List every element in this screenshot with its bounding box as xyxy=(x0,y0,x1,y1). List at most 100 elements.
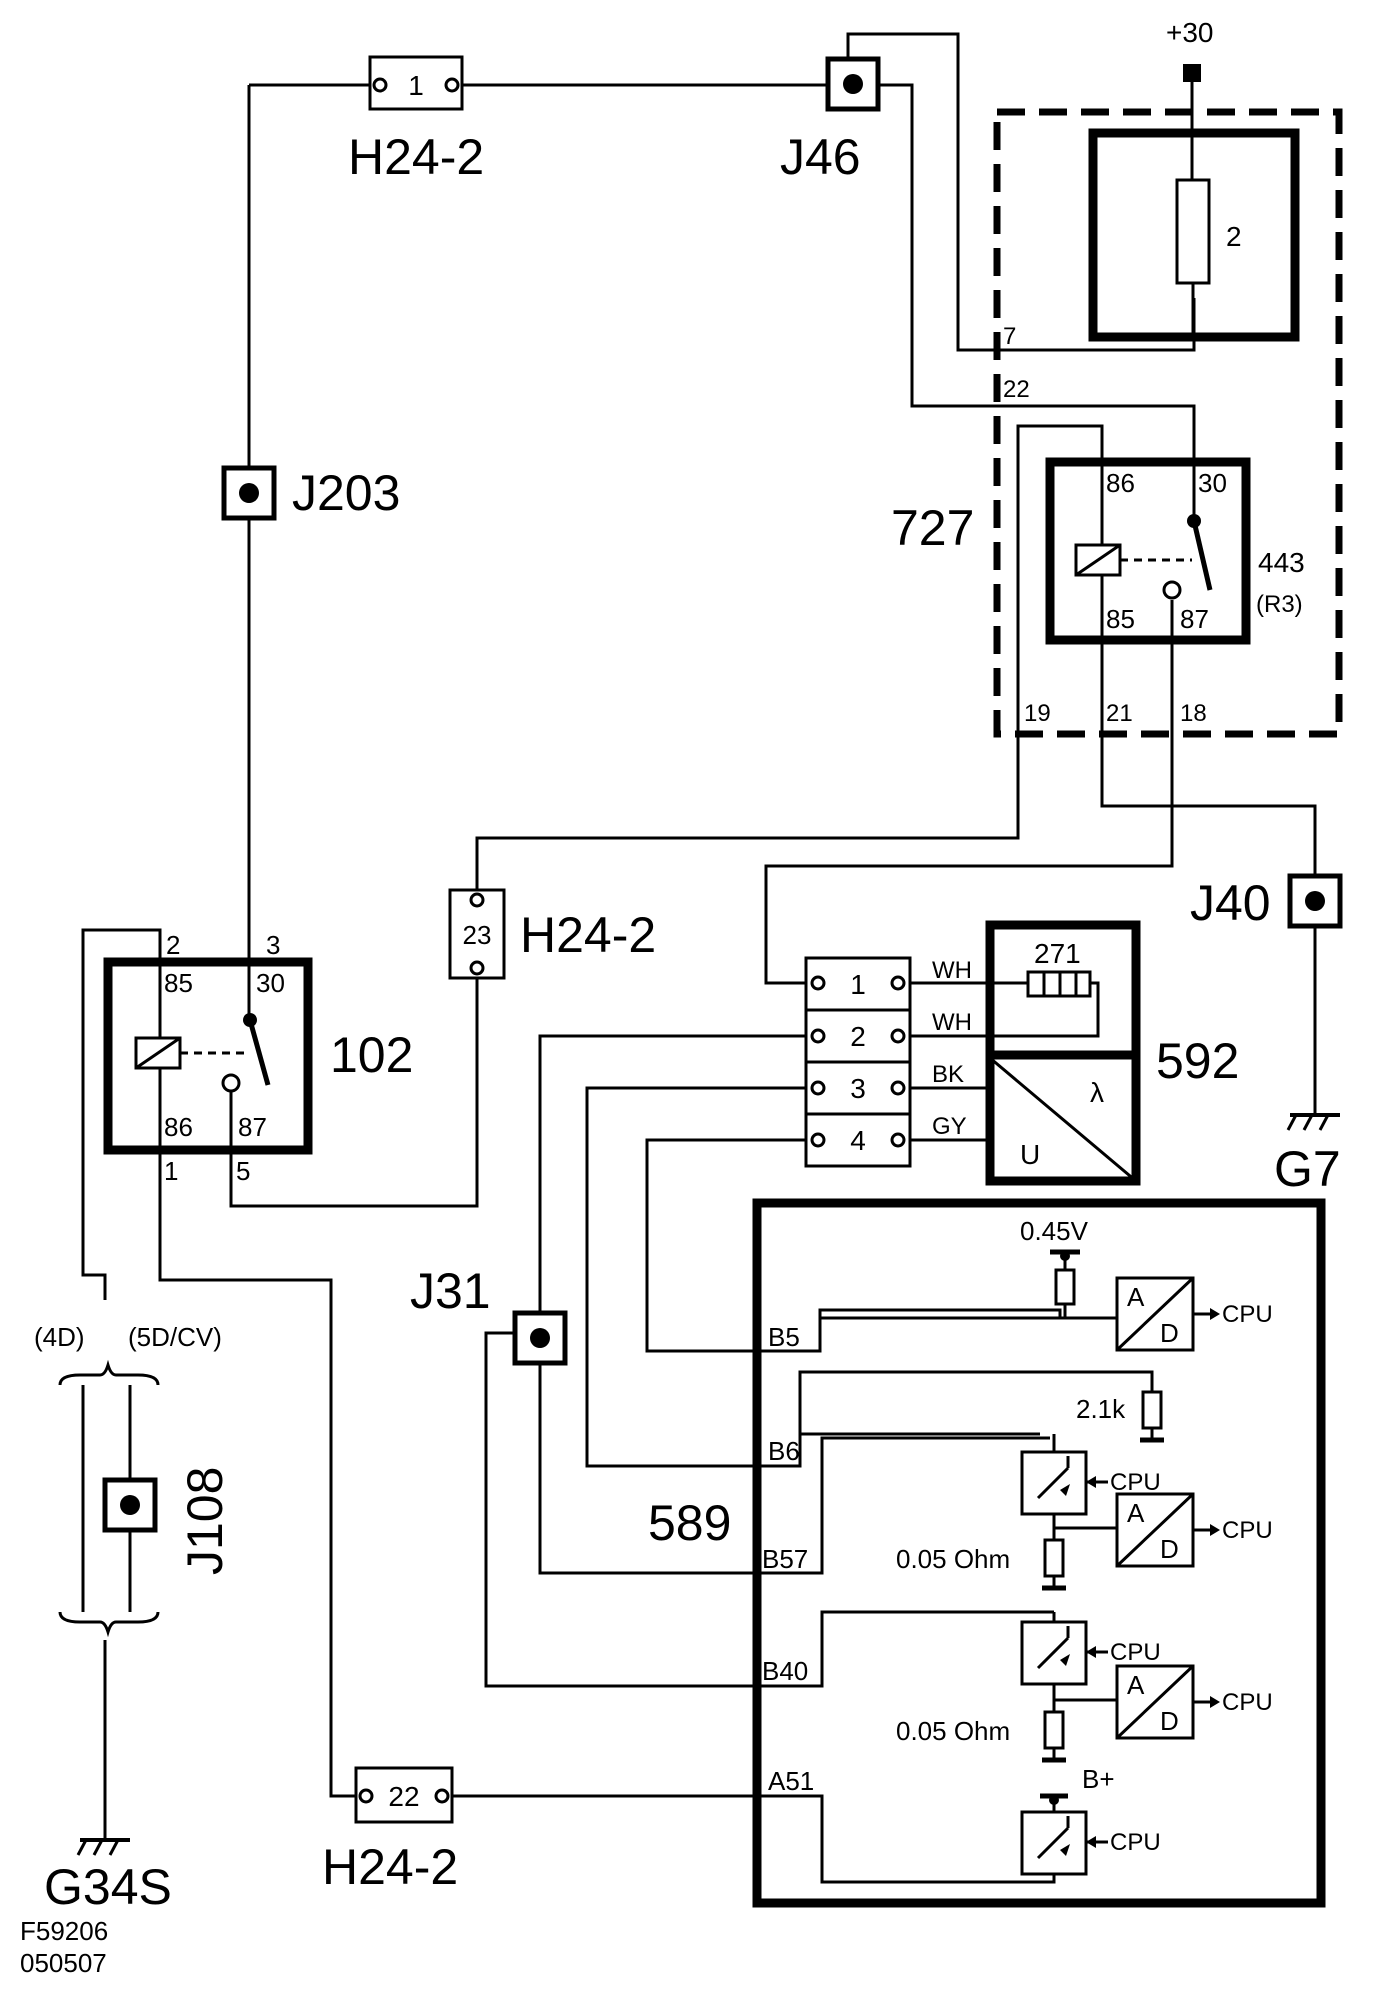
cpu-label-5: CPU xyxy=(1222,1689,1273,1716)
relay-102-label: 102 xyxy=(330,1027,413,1083)
wire-color-bk: BK xyxy=(932,1061,964,1088)
j31-splice: J31 xyxy=(410,1263,568,1366)
wire-j31-b57 xyxy=(538,1353,1050,1575)
fuse-block: 2 xyxy=(1088,128,1300,342)
pin-b5: B5 xyxy=(768,1322,800,1352)
figure-code: F59206 xyxy=(20,1916,108,1946)
wire-102-pin1 xyxy=(158,1150,370,1798)
conn-pin4: 4 xyxy=(850,1125,866,1156)
ground-g7: G7 xyxy=(1274,1113,1341,1197)
conn-pin1: 1 xyxy=(850,969,866,1000)
h24-bot-label: H24-2 xyxy=(322,1839,458,1895)
j40-splice: J40 xyxy=(1190,873,1343,931)
pin-b57: B57 xyxy=(762,1544,808,1574)
cpu-label-3: CPU xyxy=(1222,1517,1273,1544)
r3-pin87: 87 xyxy=(1180,604,1209,634)
variant-4d: (4D) xyxy=(34,1322,85,1352)
wire-pin2-j31 xyxy=(538,1034,818,1313)
wire-j46-pin7 xyxy=(846,32,1196,352)
pin18-label: 18 xyxy=(1180,700,1207,727)
r3-pin86: 86 xyxy=(1106,468,1135,498)
pin22-label: 22 xyxy=(1003,376,1030,403)
r3-pin30: 30 xyxy=(1198,468,1227,498)
wire-19-h24 xyxy=(475,708,1020,890)
pin7-label: 7 xyxy=(1003,323,1016,350)
supply-terminal: +30 xyxy=(1166,17,1214,82)
conn-pin3: 3 xyxy=(850,1073,866,1104)
variant-braces xyxy=(58,1359,160,1638)
shunt-1: 0.05 Ohm xyxy=(896,1544,1010,1574)
oxygen-sensor-592: 271 U λ 592 xyxy=(985,920,1239,1186)
cpu-label-1: CPU xyxy=(1222,1301,1273,1328)
wire-102-pin2 xyxy=(81,928,162,1300)
j46-splice: J46 xyxy=(780,56,881,185)
g34s-label: G34S xyxy=(44,1859,172,1915)
h24-2-mid-connector: 23 H24-2 xyxy=(448,888,656,980)
j40-label: J40 xyxy=(1190,875,1271,931)
r102-pin86: 86 xyxy=(164,1112,193,1142)
wire-color-gy: GY xyxy=(932,1113,967,1140)
cpu-label-6: CPU xyxy=(1110,1829,1161,1856)
j46-label: J46 xyxy=(780,129,861,185)
ecu-589: 589 B5 B6 B57 B40 A51 0.45V A D CPU 2.1k xyxy=(648,1198,1326,1908)
brace-bottom xyxy=(58,1611,160,1638)
r102-pin5: 5 xyxy=(236,1156,250,1186)
h24-top-pin-label: 1 xyxy=(408,70,424,101)
h24-2-bottom-connector: 22 H24-2 xyxy=(322,1766,458,1895)
r102-pin3: 3 xyxy=(266,930,280,960)
shunt-2: 0.05 Ohm xyxy=(896,1716,1010,1746)
adc3-d: D xyxy=(1160,1706,1179,1736)
pin19-label: 19 xyxy=(1024,700,1051,727)
ground-g34s: G34S xyxy=(44,1838,172,1915)
pulldown-resistor: 2.1k xyxy=(1076,1394,1126,1424)
wire-727-86 xyxy=(1016,424,1104,708)
pin-a51: A51 xyxy=(768,1766,814,1796)
wire-j31-b40 xyxy=(484,1331,1050,1688)
module-727-boundary xyxy=(993,108,1343,738)
wire-727-85 xyxy=(1100,640,1317,882)
lambda-label: λ xyxy=(1090,1077,1104,1108)
supply-label: +30 xyxy=(1166,17,1214,48)
pin21-label: 21 xyxy=(1106,700,1133,727)
g7-label: G7 xyxy=(1274,1141,1341,1197)
battery-plus: B+ xyxy=(1082,1764,1115,1794)
h24-mid-pin-label: 23 xyxy=(463,920,492,950)
pin-b6: B6 xyxy=(768,1436,800,1466)
j108-splice: J108 xyxy=(102,1467,233,1575)
h24-mid-label: H24-2 xyxy=(520,907,656,963)
adc1-a: A xyxy=(1127,1282,1145,1312)
r102-pin1: 1 xyxy=(164,1156,178,1186)
wire-j46-pin22 xyxy=(868,83,1196,520)
r3-pin85: 85 xyxy=(1106,604,1135,634)
r102-pin30: 30 xyxy=(256,968,285,998)
r102-pin2: 2 xyxy=(166,930,180,960)
j203-splice: J203 xyxy=(221,465,400,521)
sensor-592-label: 592 xyxy=(1156,1033,1239,1089)
conn-pin2: 2 xyxy=(850,1021,866,1052)
variant-5d-cv: (5D/CV) xyxy=(128,1322,222,1352)
module-727-label: 727 xyxy=(891,500,974,556)
relay-443-label: 443 xyxy=(1258,547,1305,578)
cpu-label-4: CPU xyxy=(1110,1639,1161,1666)
h24-2-top-connector: 1 H24-2 xyxy=(348,55,484,185)
brace-top xyxy=(58,1359,160,1386)
wire-h24-5 xyxy=(229,978,479,1208)
relay-443: 86 30 85 87 443 (R3) xyxy=(1045,457,1305,645)
adc3-a: A xyxy=(1127,1670,1145,1700)
ecu-589-label: 589 xyxy=(648,1495,731,1551)
h24-top-label: H24-2 xyxy=(348,129,484,185)
wire-pin3-b6 xyxy=(585,1086,1154,1468)
r102-pin85: 85 xyxy=(164,968,193,998)
adc2-d: D xyxy=(1160,1534,1179,1564)
j31-label: J31 xyxy=(410,1263,491,1319)
figure-date: 050507 xyxy=(20,1948,107,1978)
h24-bot-pin-label: 22 xyxy=(388,1781,419,1812)
sensor-connector: 1 2 3 4 xyxy=(804,956,912,1168)
r102-pin87: 87 xyxy=(238,1112,267,1142)
cpu-label-2: CPU xyxy=(1110,1469,1161,1496)
u-label: U xyxy=(1020,1139,1040,1170)
wire-wh2 xyxy=(898,981,1100,1038)
fuse-number: 2 xyxy=(1226,221,1242,252)
wire-727-87 xyxy=(764,600,1174,985)
